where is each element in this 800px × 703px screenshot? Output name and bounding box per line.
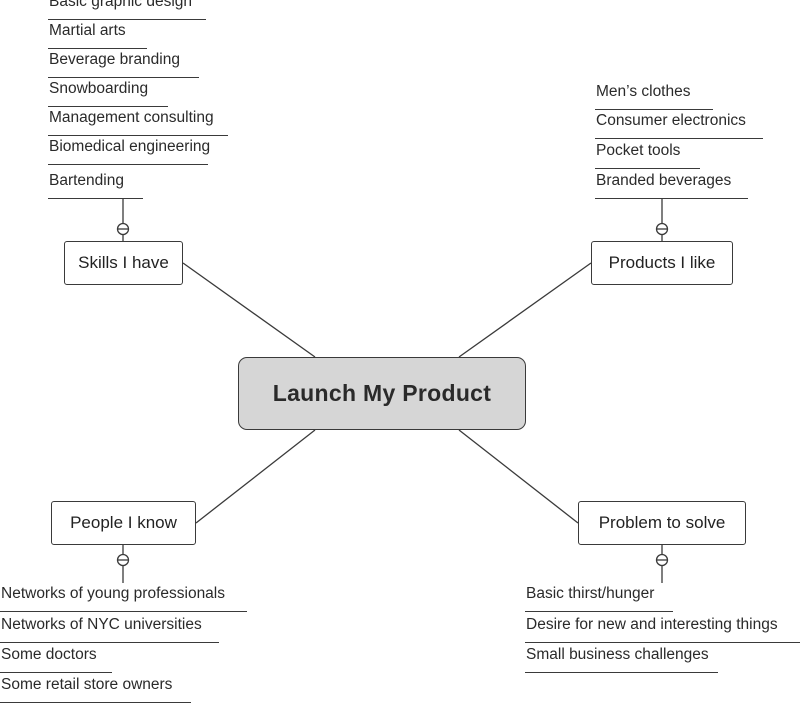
stem-marker-skills: [116, 222, 130, 236]
skills-item[interactable]: Beverage branding: [48, 49, 199, 78]
products-item[interactable]: Pocket tools: [595, 140, 700, 169]
stem-marker-products: [655, 222, 669, 236]
branch-node-people[interactable]: People I know: [51, 501, 196, 545]
branch-node-skills[interactable]: Skills I have: [64, 241, 183, 285]
problem-item[interactable]: Basic thirst/hunger: [525, 583, 673, 612]
skills-item[interactable]: Basic graphic design: [48, 0, 206, 20]
branch-node-problem[interactable]: Problem to solve: [578, 501, 746, 545]
connector-products: [458, 262, 592, 358]
problem-item[interactable]: Desire for new and interesting things: [525, 614, 800, 643]
products-item[interactable]: Men’s clothes: [595, 81, 713, 110]
products-item[interactable]: Consumer electronics: [595, 110, 763, 139]
people-item[interactable]: Networks of NYC universities: [0, 614, 219, 643]
branch-label: People I know: [70, 513, 177, 532]
central-topic-label: Launch My Product: [272, 380, 492, 406]
central-topic[interactable]: Launch My Product: [238, 357, 526, 430]
connector-people: [195, 429, 316, 524]
people-item[interactable]: Some retail store owners: [0, 674, 191, 703]
people-item[interactable]: Some doctors: [0, 644, 112, 673]
skills-item[interactable]: Management consulting: [48, 107, 228, 136]
skills-item[interactable]: Snowboarding: [48, 78, 168, 107]
skills-item[interactable]: Bartending: [48, 170, 143, 199]
branch-label: Problem to solve: [598, 513, 726, 532]
stem-marker-people: [116, 553, 130, 567]
stem-marker-problem: [655, 553, 669, 567]
skills-item[interactable]: Biomedical engineering: [48, 136, 210, 165]
branch-node-products[interactable]: Products I like: [591, 241, 733, 285]
connector-problem: [458, 429, 579, 524]
products-item[interactable]: Branded beverages: [595, 170, 748, 199]
people-item[interactable]: Networks of young professionals: [0, 583, 247, 612]
connector-skills: [182, 262, 316, 358]
skills-item[interactable]: Martial arts: [48, 20, 147, 49]
problem-item[interactable]: Small business challenges: [525, 644, 718, 673]
branch-label: Skills I have: [78, 253, 169, 272]
branch-label: Products I like: [608, 253, 716, 272]
